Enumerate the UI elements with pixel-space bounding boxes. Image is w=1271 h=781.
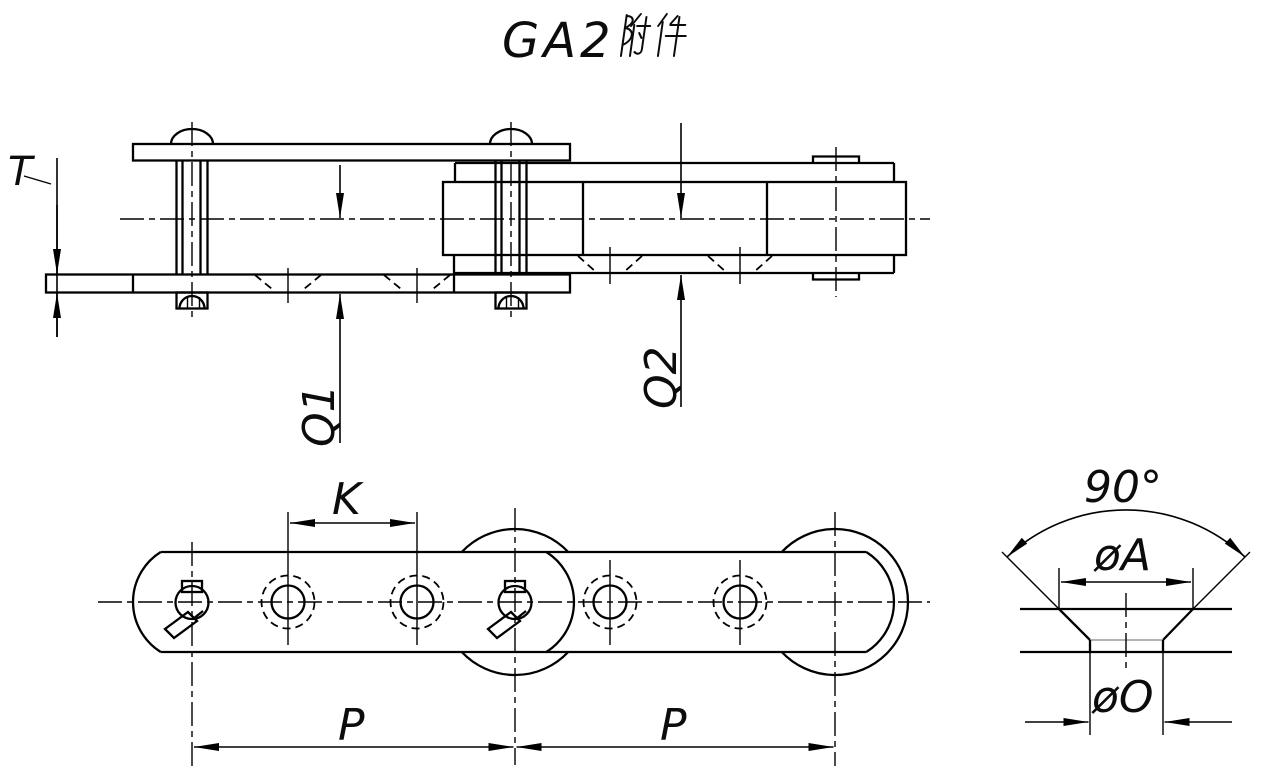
dimension-dia-A: øA	[1058, 530, 1194, 609]
pin-2	[488, 122, 534, 318]
dimension-Q1: Q1	[294, 165, 345, 447]
hole-detail-view: 90° øA øO	[1001, 462, 1251, 735]
dim-label-k: K	[332, 474, 364, 525]
dim-label-thickness: T	[8, 149, 36, 195]
dim-label-angle: 90°	[1084, 462, 1162, 513]
dimension-angle-90: 90°	[1001, 462, 1251, 610]
countersunk-hole-3	[582, 560, 638, 645]
t-leader-line	[23, 175, 52, 185]
dim-label-hole-dia: øO	[1091, 672, 1154, 723]
cjk-char-fu	[619, 13, 652, 57]
right-link-roller-block	[441, 161, 908, 293]
countersink-mark-4	[707, 247, 773, 284]
dimension-Q2: Q2	[636, 123, 687, 409]
countersink-mark-1	[254, 268, 322, 303]
dimension-K: K	[290, 474, 415, 527]
cotter-pin-2	[486, 579, 533, 640]
cjk-char-jian	[656, 13, 687, 57]
dim-label-pitch-left: P	[338, 700, 365, 751]
countersunk-hole-1	[260, 512, 316, 645]
dimension-T: T	[8, 149, 61, 337]
dimension-dia-O: øO	[1025, 672, 1232, 726]
drawing-title: GA2	[502, 13, 687, 69]
plan-view: K P P	[98, 474, 930, 766]
left-link-plates	[44, 142, 572, 294]
countersink-mark-2	[383, 268, 451, 303]
dim-label-pitch-right: P	[660, 700, 687, 751]
countersink-profile	[1058, 608, 1194, 735]
countersunk-hole-4	[712, 560, 768, 645]
side-view: T Q1 Q2	[8, 122, 930, 447]
countersink-mark-3	[577, 247, 643, 284]
title-text-latin: GA2	[502, 13, 615, 69]
attachment-bar	[131, 550, 896, 654]
pin-3	[811, 147, 861, 297]
dim-label-countersink-dia: øA	[1093, 530, 1151, 581]
cotter-pin-1	[163, 579, 210, 640]
dim-label-q1: Q1	[294, 384, 345, 447]
dim-label-q2: Q2	[636, 346, 687, 409]
dimension-P-right: P	[516, 700, 834, 751]
title-cjk-characters	[619, 13, 687, 57]
dimension-P-left: P	[194, 700, 514, 751]
pin-1	[169, 122, 215, 318]
countersunk-hole-2	[389, 512, 445, 645]
